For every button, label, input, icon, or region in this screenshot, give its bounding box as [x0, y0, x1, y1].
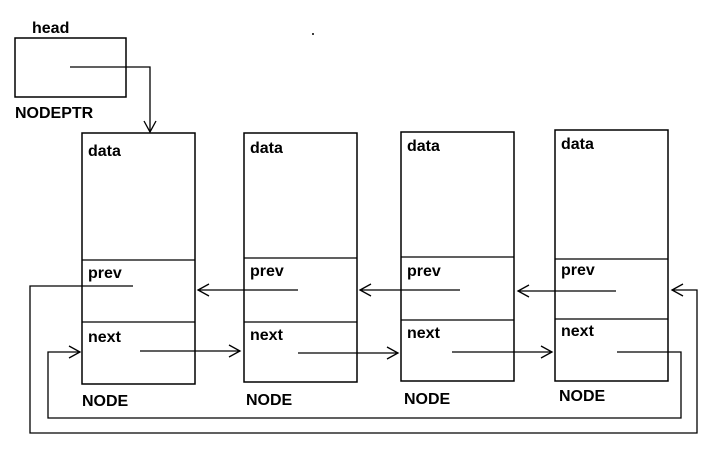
head-pointer-arrow: [70, 66, 151, 132]
prev-arrowhead-3-to-2: [358, 283, 372, 297]
head-pointer-arrowhead: [143, 120, 157, 134]
next-wrap-arrowhead: [68, 345, 82, 359]
node-3: data prev next NODE: [400, 131, 515, 408]
node-3-prev-label: prev: [407, 263, 441, 280]
node-2-data-label: data: [250, 140, 283, 157]
head-type-label: NODEPTR: [15, 105, 94, 122]
node-1: data prev next NODE: [81, 132, 196, 410]
next-wrap-4-to-1: [47, 351, 682, 419]
prev-arrowhead-2-to-1: [196, 283, 210, 297]
node-4-caption: NODE: [559, 388, 606, 405]
prev-arrowhead-4-to-3: [516, 284, 530, 298]
node-1-next-label: next: [88, 329, 122, 346]
node-1-data-label: data: [88, 143, 121, 160]
node-3-caption: NODE: [404, 391, 451, 408]
node-2: data prev next NODE: [243, 132, 358, 409]
node-2-next-label: next: [250, 327, 284, 344]
stray-dot: [312, 33, 314, 35]
head-pointer: head NODEPTR: [14, 20, 157, 134]
node-4-prev-label: prev: [561, 262, 595, 279]
prev-wrap-1-to-4: [29, 285, 698, 434]
node-2-caption: NODE: [246, 392, 293, 409]
next-arrowhead-3-to-4: [540, 345, 554, 359]
node-2-prev-label: prev: [250, 263, 284, 280]
prev-pointers: [29, 283, 698, 434]
node-1-caption: NODE: [82, 393, 129, 410]
next-pointers: [47, 344, 682, 419]
prev-wrap-arrowhead: [670, 283, 684, 297]
node-4-data-label: data: [561, 136, 594, 153]
head-label: head: [32, 20, 69, 37]
node-4-box: [554, 129, 669, 382]
node-4: data prev next NODE: [554, 129, 669, 405]
node-1-prev-label: prev: [88, 265, 122, 282]
next-arrowhead-1-to-2: [228, 344, 242, 358]
node-1-box: [81, 132, 196, 385]
node-4-next-label: next: [561, 323, 595, 340]
node-3-data-label: data: [407, 138, 440, 155]
node-3-next-label: next: [407, 325, 441, 342]
next-arrowhead-2-to-3: [386, 346, 400, 360]
